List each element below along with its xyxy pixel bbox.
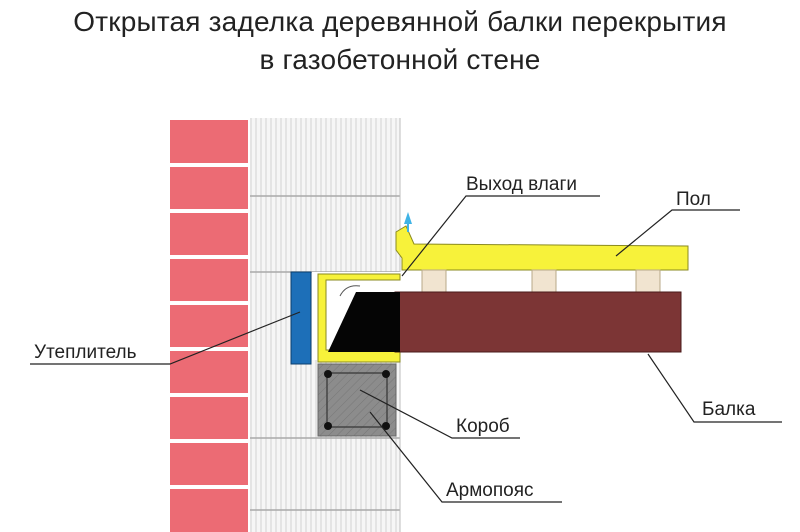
- joist-pads: [421, 269, 661, 293]
- leader-beam: [647, 353, 782, 423]
- label-insulation: Утеплитель: [34, 342, 137, 363]
- leader-reinforced-belt: [369, 411, 562, 503]
- beam-end-treated: [328, 292, 400, 352]
- board-box-frame: [317, 273, 401, 363]
- leader-moisture-exit: [401, 195, 600, 277]
- leader-box: [359, 389, 520, 439]
- reinforced-belt: [317, 363, 397, 437]
- moisture-exit-arrow: [404, 212, 412, 232]
- label-moisture-exit: Выход влаги: [466, 174, 577, 195]
- insulation-board: [290, 271, 312, 365]
- label-floor: Пол: [676, 189, 711, 210]
- leader-floor: [615, 209, 740, 257]
- title-line-2: в газобетонной стене: [259, 44, 541, 75]
- label-beam: Балка: [702, 399, 756, 420]
- wooden-beam: [394, 291, 682, 353]
- leader-insulation: [30, 311, 301, 365]
- title-line-1: Открытая заделка деревянной балки перекр…: [73, 6, 727, 37]
- brick-facing-layer: [168, 118, 250, 532]
- brick-rows: [170, 120, 248, 532]
- label-reinforced-belt: Армопояс: [446, 480, 534, 501]
- air-gap-line: [339, 285, 361, 297]
- leader-lines: [30, 195, 782, 503]
- label-box: Короб: [456, 416, 510, 437]
